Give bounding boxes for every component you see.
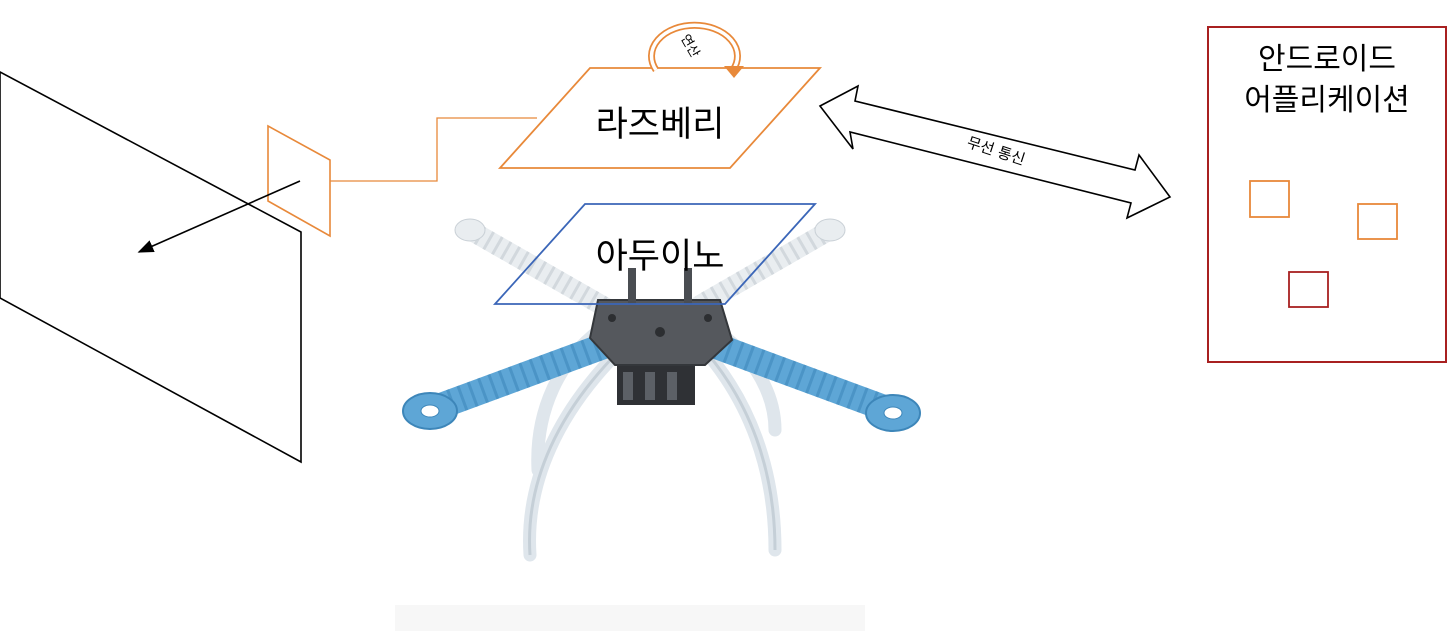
- drone-image: [395, 210, 955, 631]
- arduino-box: [492, 203, 818, 305]
- app-marker-orange-2: [1357, 203, 1398, 240]
- arduino-label: 아두이노: [596, 237, 725, 277]
- app-marker-orange-1: [1249, 180, 1290, 218]
- rear-white-arms: [454, 218, 846, 320]
- compute-cycle-icon: [648, 21, 744, 78]
- compute-label: 연산: [677, 32, 702, 60]
- photo-background: [395, 210, 955, 631]
- wireless-link-arrow: [818, 84, 1172, 220]
- raspberry-label: 라즈베리: [596, 105, 725, 145]
- projection-arrow: [137, 180, 301, 253]
- drone-body: [588, 268, 734, 405]
- camera-connector: [330, 117, 537, 182]
- app-label-line1: 안드로이드: [1258, 42, 1396, 77]
- front-blue-arms: [402, 327, 921, 432]
- landing-leg-shadows: [528, 343, 777, 556]
- app-label-line2: 어플리케이션: [1244, 83, 1410, 118]
- photo-bottom-shadow: [395, 605, 865, 631]
- android-app-box: [1207, 26, 1447, 363]
- projection-screen: [0, 71, 302, 464]
- raspberry-box: [497, 67, 823, 169]
- app-marker-red: [1288, 271, 1329, 308]
